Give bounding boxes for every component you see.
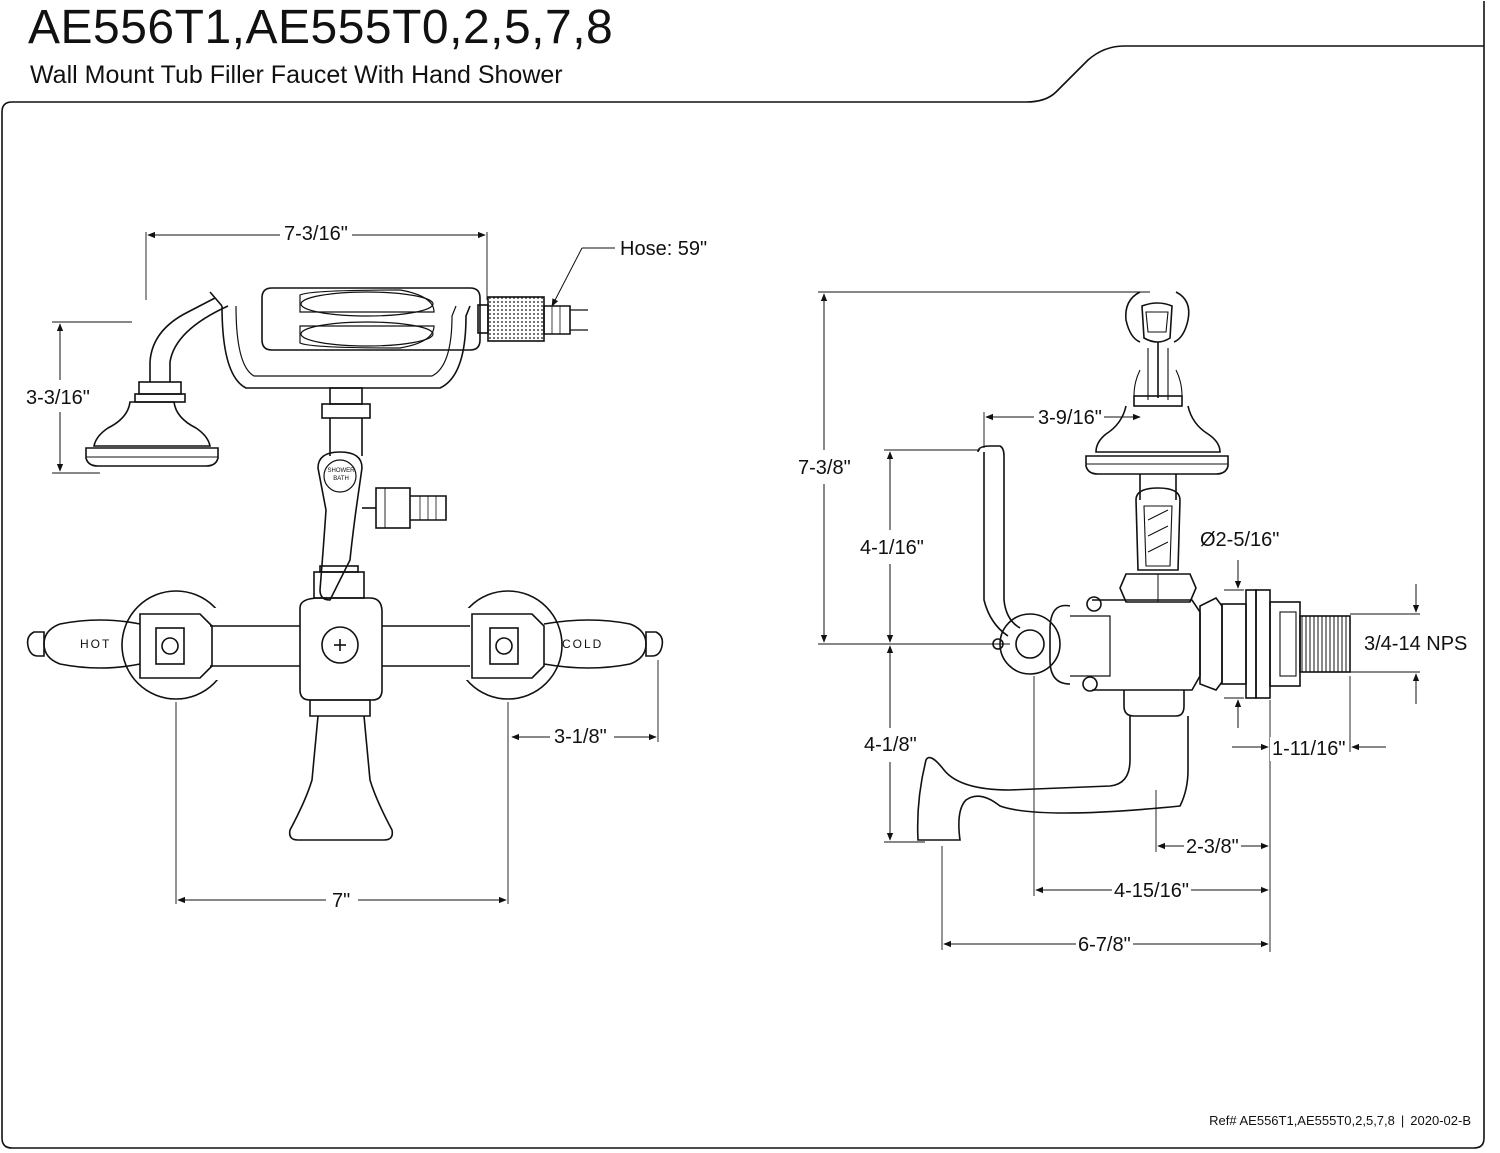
dim-cradle-projection: 3-9/16" bbox=[1036, 406, 1104, 430]
dim-thread: 3/4-14 NPS bbox=[1362, 632, 1470, 656]
page-title: AE556T1,AE555T0,2,5,7,8 bbox=[28, 1, 614, 54]
diverter-shower-label: SHOWER bbox=[327, 468, 355, 474]
dim-flange-diameter: Ø2-5/16" bbox=[1200, 529, 1280, 551]
dim-overall-height: 7-3/8" bbox=[796, 456, 853, 480]
reference-separator: | bbox=[1400, 1113, 1405, 1128]
dim-hose: Hose: 59" bbox=[620, 238, 708, 260]
reference-number: Ref# AE556T1,AE555T0,2,5,7,8 bbox=[1209, 1113, 1395, 1128]
dim-flange-depth: 1-11/16" bbox=[1270, 737, 1348, 761]
dim-body-depth: 4-15/16" bbox=[1112, 879, 1191, 903]
cold-label: COLD bbox=[562, 637, 604, 651]
revision-code: 2020-02-B bbox=[1410, 1113, 1471, 1128]
side-view bbox=[818, 291, 1420, 952]
dim-centers: 7" bbox=[330, 889, 353, 913]
dim-spout-body: 2-3/8" bbox=[1184, 835, 1241, 859]
dim-lower-height: 4-1/8" bbox=[862, 733, 919, 757]
page-subtitle: Wall Mount Tub Filler Faucet With Hand S… bbox=[30, 61, 563, 89]
dim-handle-offset: 3-1/8" bbox=[552, 725, 609, 749]
dim-spout-reach: 6-7/8" bbox=[1076, 933, 1133, 957]
dim-width-top: 7-3/16" bbox=[282, 222, 350, 246]
diverter-bath-label: BATH bbox=[333, 476, 349, 482]
dim-upper-height: 4-1/16" bbox=[858, 536, 926, 560]
front-view bbox=[26, 231, 664, 904]
hot-label: HOT bbox=[80, 637, 112, 651]
reference-line: Ref# AE556T1,AE555T0,2,5,7,8 | 2020-02-B bbox=[1206, 1113, 1474, 1129]
dim-handshower-height: 3-3/16" bbox=[24, 386, 92, 410]
